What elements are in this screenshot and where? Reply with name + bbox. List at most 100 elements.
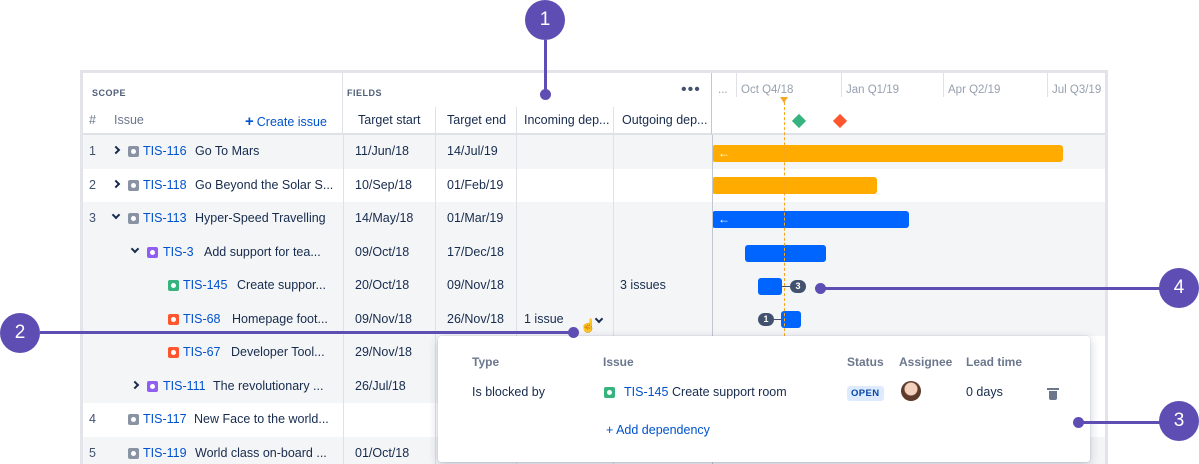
table-row[interactable]: TIS-68 Homepage foot... 09/Nov/18 26/Nov… bbox=[83, 302, 712, 336]
collapse-chevron-icon[interactable] bbox=[130, 244, 140, 253]
epic-issue-icon bbox=[128, 179, 139, 191]
scope-header: SCOPE # Issue +Create issue bbox=[83, 73, 343, 135]
expand-chevron-icon[interactable] bbox=[111, 145, 121, 155]
epic-issue-icon bbox=[128, 213, 139, 224]
column-divider bbox=[516, 135, 517, 464]
more-icon[interactable]: ••• bbox=[681, 81, 701, 98]
pointer-cursor-icon: ☝ bbox=[580, 318, 597, 333]
target-end[interactable]: 26/Nov/18 bbox=[447, 311, 504, 326]
timeline-bar-tis-68[interactable] bbox=[781, 310, 801, 328]
target-start[interactable]: 20/Oct/18 bbox=[355, 278, 410, 292]
collapse-chevron-icon[interactable] bbox=[111, 210, 121, 220]
dependency-connector bbox=[774, 318, 782, 320]
timeline-row: ← bbox=[712, 135, 1105, 169]
issue-key[interactable]: TIS-111 bbox=[163, 378, 206, 393]
issue-key[interactable]: TIS-3 bbox=[163, 244, 194, 259]
target-end[interactable]: 14/Jul/19 bbox=[447, 144, 498, 158]
expand-chevron-icon[interactable] bbox=[130, 380, 140, 389]
status-badge: OPEN bbox=[847, 386, 884, 401]
timeline-bar-tis-145[interactable] bbox=[758, 278, 782, 295]
issue-summary[interactable]: Developer Tool... bbox=[231, 345, 325, 359]
dependency-type[interactable]: Is blocked by bbox=[472, 385, 545, 399]
target-start-column[interactable]: Target start bbox=[343, 107, 435, 135]
target-start[interactable]: 09/Oct/18 bbox=[355, 244, 410, 259]
callout-2-dot bbox=[568, 327, 579, 338]
outgoing-dependency-count[interactable]: 3 bbox=[790, 280, 806, 293]
callout-3-line bbox=[1080, 421, 1160, 424]
task-issue-icon bbox=[604, 387, 615, 398]
column-divider bbox=[343, 135, 344, 464]
target-end-column[interactable]: Target end bbox=[435, 107, 516, 135]
target-start[interactable]: 09/Nov/18 bbox=[355, 311, 412, 326]
callout-1: 1 bbox=[525, 0, 565, 40]
issue-summary[interactable]: World class on-board ... bbox=[195, 445, 327, 460]
timeline-bar-tis-3[interactable] bbox=[745, 244, 826, 262]
target-end[interactable]: 17/Dec/18 bbox=[447, 244, 504, 259]
table-row[interactable]: TIS-3 Add support for tea... 09/Oct/18 1… bbox=[83, 235, 712, 269]
lead-time-value: 0 days bbox=[966, 385, 1003, 399]
today-line bbox=[784, 97, 785, 464]
row-number: 4 bbox=[89, 412, 96, 426]
table-row[interactable]: 3 TIS-113 Hyper-Speed Travelling 14/May/… bbox=[83, 202, 712, 236]
issue-summary[interactable]: Hyper-Speed Travelling bbox=[195, 211, 326, 225]
callout-2-line bbox=[40, 331, 573, 334]
hash-column-header: # bbox=[89, 113, 96, 127]
outgoing-dependencies-column[interactable]: Outgoing dep... bbox=[613, 107, 712, 135]
dependency-issue-key[interactable]: TIS-145 bbox=[624, 385, 669, 399]
row-number: 1 bbox=[89, 144, 96, 158]
issue-key[interactable]: TIS-68 bbox=[183, 311, 221, 326]
timeline-bar-tis-113[interactable]: ← bbox=[712, 211, 909, 228]
target-end[interactable]: 01/Mar/19 bbox=[447, 211, 504, 225]
issue-summary[interactable]: Add support for tea... bbox=[204, 244, 321, 259]
issue-summary[interactable]: Go To Mars bbox=[195, 144, 260, 158]
outgoing-dependencies[interactable]: 3 issues bbox=[620, 278, 666, 292]
target-start[interactable]: 14/May/18 bbox=[355, 211, 414, 225]
target-start[interactable]: 01/Oct/18 bbox=[355, 445, 410, 460]
quarter-separator bbox=[841, 73, 842, 97]
bug-issue-icon bbox=[168, 347, 179, 358]
quarter-separator bbox=[1047, 73, 1048, 97]
fields-header: FIELDS ••• Target start Target end Incom… bbox=[343, 73, 712, 135]
target-start[interactable]: 10/Sep/18 bbox=[355, 177, 412, 192]
table-row[interactable]: 4 TIS-117 New Face to the world... bbox=[83, 403, 712, 437]
add-dependency-button[interactable]: + Add dependency bbox=[606, 423, 710, 437]
release-milestone-green[interactable] bbox=[791, 113, 807, 129]
incoming-dependencies-column[interactable]: Incoming dep... bbox=[516, 107, 613, 135]
issue-summary[interactable]: Create suppor... bbox=[237, 278, 326, 292]
column-divider bbox=[613, 135, 614, 464]
issue-summary[interactable]: New Face to the world... bbox=[194, 412, 329, 426]
timeline-bar-tis-118[interactable] bbox=[712, 176, 877, 194]
timeline-divider bbox=[712, 135, 713, 464]
target-start[interactable]: 29/Nov/18 bbox=[355, 345, 412, 359]
table-row[interactable]: TIS-111 The revolutionary ... 26/Jul/18 bbox=[83, 369, 712, 403]
table-row[interactable]: 1 TIS-116 Go To Mars 11/Jun/18 14/Jul/19 bbox=[83, 135, 712, 169]
target-start[interactable]: 11/Jun/18 bbox=[355, 144, 409, 158]
create-issue-button[interactable]: +Create issue bbox=[245, 113, 327, 130]
release-milestone-red[interactable] bbox=[832, 113, 848, 129]
issue-key[interactable]: TIS-116 bbox=[143, 144, 187, 158]
incoming-dependency-count[interactable]: 1 bbox=[758, 312, 774, 326]
issue-summary[interactable]: Go Beyond the Solar S... bbox=[195, 177, 334, 192]
issue-key[interactable]: TIS-145 bbox=[183, 278, 228, 292]
table-row[interactable]: 2 TIS-118 Go Beyond the Solar S... 10/Se… bbox=[83, 169, 712, 203]
callout-1-line bbox=[544, 40, 547, 92]
incoming-dependencies[interactable]: 1 issue bbox=[524, 311, 564, 326]
incoming-dependencies-header: Incoming dep... bbox=[524, 113, 610, 127]
issue-key[interactable]: TIS-113 bbox=[143, 211, 187, 225]
dependency-popover: Type Issue Status Assignee Lead time Is … bbox=[438, 336, 1090, 462]
table-row[interactable]: TIS-145 Create suppor... 20/Oct/18 09/No… bbox=[83, 269, 712, 303]
target-end[interactable]: 09/Nov/18 bbox=[447, 278, 504, 292]
target-end[interactable]: 01/Feb/19 bbox=[447, 177, 504, 192]
expand-chevron-icon[interactable] bbox=[111, 179, 121, 188]
dependency-issue-summary[interactable]: Create support room bbox=[672, 385, 787, 399]
timeline-bar-tis-116[interactable]: ← bbox=[712, 145, 1063, 162]
issue-key[interactable]: TIS-117 bbox=[143, 412, 187, 426]
issue-key[interactable]: TIS-67 bbox=[183, 345, 221, 359]
trash-icon[interactable] bbox=[1047, 388, 1059, 400]
issue-key[interactable]: TIS-119 bbox=[143, 445, 187, 460]
issue-summary[interactable]: Homepage foot... bbox=[232, 311, 328, 326]
issue-summary[interactable]: The revolutionary ... bbox=[213, 378, 324, 393]
issue-key[interactable]: TIS-118 bbox=[143, 177, 187, 192]
callout-3: 3 bbox=[1159, 401, 1199, 441]
target-start[interactable]: 26/Jul/18 bbox=[355, 378, 406, 393]
